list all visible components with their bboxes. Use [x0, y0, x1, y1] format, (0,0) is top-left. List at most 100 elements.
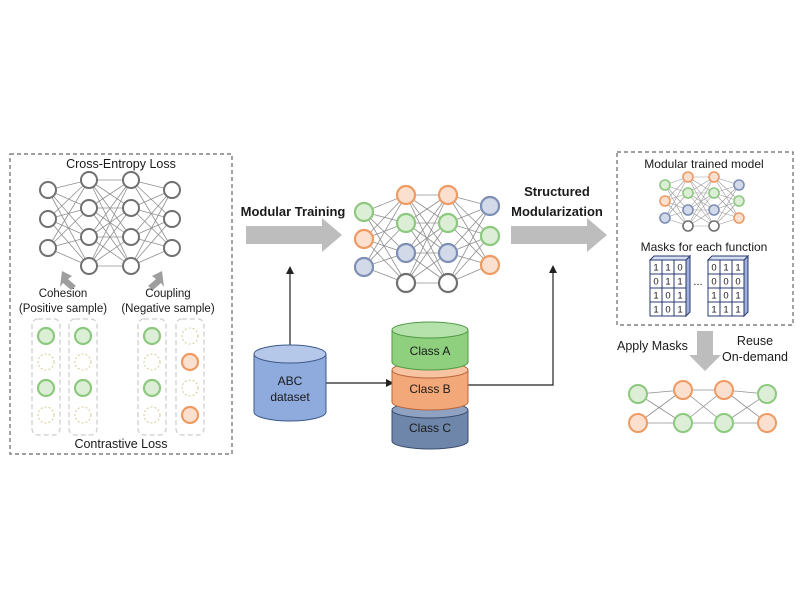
reuse-label: Reuse [737, 334, 773, 348]
active-neuron [142, 326, 162, 346]
ce-neuron-2-2 [122, 228, 140, 246]
ce-neuron-2-0 [122, 171, 140, 189]
small-modular-network [659, 171, 745, 232]
classb-to-modularization-line [467, 271, 554, 386]
mid-neuron-0-2 [353, 256, 375, 278]
ce-neuron-1-2 [80, 228, 98, 246]
inactive-neuron [74, 353, 92, 371]
active-neuron [36, 378, 56, 398]
inactive-neuron [37, 406, 55, 424]
ce-neuron-3-0 [163, 181, 181, 199]
ce-edge [47, 207, 90, 249]
coupling-arrow [148, 271, 164, 290]
mask-cell-value: 1 [677, 277, 682, 288]
active-neuron [36, 326, 56, 346]
dataset-label-line1: ABC [278, 374, 303, 388]
mask-cell-value: 0 [723, 277, 728, 288]
mask-side [685, 254, 691, 318]
small-neuron-2-2 [708, 204, 720, 216]
mask-side [743, 254, 749, 318]
class-c-label: Class C [409, 421, 451, 435]
cross-entropy-loss-label: Cross-Entropy Loss [66, 157, 176, 171]
mask-top [648, 255, 692, 261]
active-neuron [73, 326, 93, 346]
structured-modularization-arrow [511, 218, 607, 252]
ce-neuron-2-1 [122, 199, 140, 217]
mask-ellipsis: ... [693, 276, 702, 288]
reuse-neuron-0-1 [628, 413, 648, 433]
ce-edge [47, 179, 90, 249]
apply-masks-arrow [689, 331, 721, 371]
mid-edge [363, 194, 407, 268]
ce-neuron-0-0 [39, 181, 57, 199]
mid-edge [363, 222, 407, 268]
modular-trained-network [353, 184, 501, 294]
ce-edge [47, 179, 90, 220]
small-neuron-2-3 [708, 220, 720, 232]
mask-cell-value: 0 [711, 263, 716, 274]
small-neuron-3-2 [733, 212, 745, 224]
contrastive-loss-label: Contrastive Loss [74, 437, 167, 451]
ce-neuron-3-1 [163, 210, 181, 228]
mid-neuron-1-3 [395, 272, 417, 294]
mid-edge [405, 194, 449, 284]
active-neuron [180, 405, 200, 425]
cross-entropy-network [39, 171, 181, 275]
mid-edge [447, 235, 491, 284]
mask-cell-value: 0 [735, 277, 740, 288]
mask-cell-value: 1 [723, 305, 728, 316]
mid-neuron-2-3 [437, 272, 459, 294]
mid-neuron-3-1 [479, 225, 501, 247]
mask-cell-value: 1 [665, 277, 670, 288]
cohesion-label: Cohesion [39, 288, 88, 300]
ce-edge [88, 207, 132, 267]
mid-edge [405, 222, 449, 284]
mask-cell-value: 0 [723, 291, 728, 302]
mask-cell-value: 0 [653, 277, 658, 288]
small-edge [713, 184, 740, 211]
reuse-neuron-0-0 [628, 384, 648, 404]
positive-sample-label: (Positive sample) [19, 303, 107, 315]
ce-neuron-3-2 [163, 239, 181, 257]
small-neuron-0-2 [659, 212, 671, 224]
inactive-neuron [74, 406, 92, 424]
ce-edge [130, 189, 173, 267]
apply-masks-label: Apply Masks [617, 339, 688, 353]
small-edge [687, 176, 715, 227]
modularization-label: Modularization [511, 204, 603, 219]
mask-cell-value: 1 [653, 305, 658, 316]
mask-cell-value: 0 [665, 305, 670, 316]
mask-cell-value: 1 [677, 305, 682, 316]
coupling-label: Coupling [145, 288, 190, 300]
mask-cell-value: 1 [723, 263, 728, 274]
mid-edge [405, 194, 449, 254]
inactive-neuron [181, 327, 199, 345]
active-neuron [180, 352, 200, 372]
active-neuron [73, 378, 93, 398]
small-neuron-2-0 [708, 171, 720, 183]
mask-cell-value: 1 [677, 291, 682, 302]
mid-edge [363, 194, 407, 240]
ce-edge [88, 179, 132, 267]
small-neuron-1-1 [682, 187, 694, 199]
mask-cell-value: 1 [735, 291, 740, 302]
mid-edge [363, 211, 407, 284]
mid-edge [447, 205, 491, 284]
mask-cell-value: 1 [653, 291, 658, 302]
mid-neuron-1-1 [395, 212, 417, 234]
mid-neuron-2-0 [437, 184, 459, 206]
small-neuron-1-3 [682, 220, 694, 232]
mid-neuron-1-2 [395, 242, 417, 264]
sample-column-1 [68, 318, 98, 436]
small-neuron-0-1 [659, 195, 671, 207]
ce-neuron-1-3 [80, 257, 98, 275]
ce-edge [130, 179, 173, 220]
modular-trained-model-label: Modular trained model [644, 157, 763, 171]
small-neuron-0-0 [659, 179, 671, 191]
reuse-neuron-1-0 [673, 380, 693, 400]
mid-edge [447, 205, 491, 254]
reuse-neuron-2-0 [714, 380, 734, 400]
dataset-to-classes-arrowhead [386, 379, 394, 387]
class-b-label: Class B [409, 382, 450, 396]
